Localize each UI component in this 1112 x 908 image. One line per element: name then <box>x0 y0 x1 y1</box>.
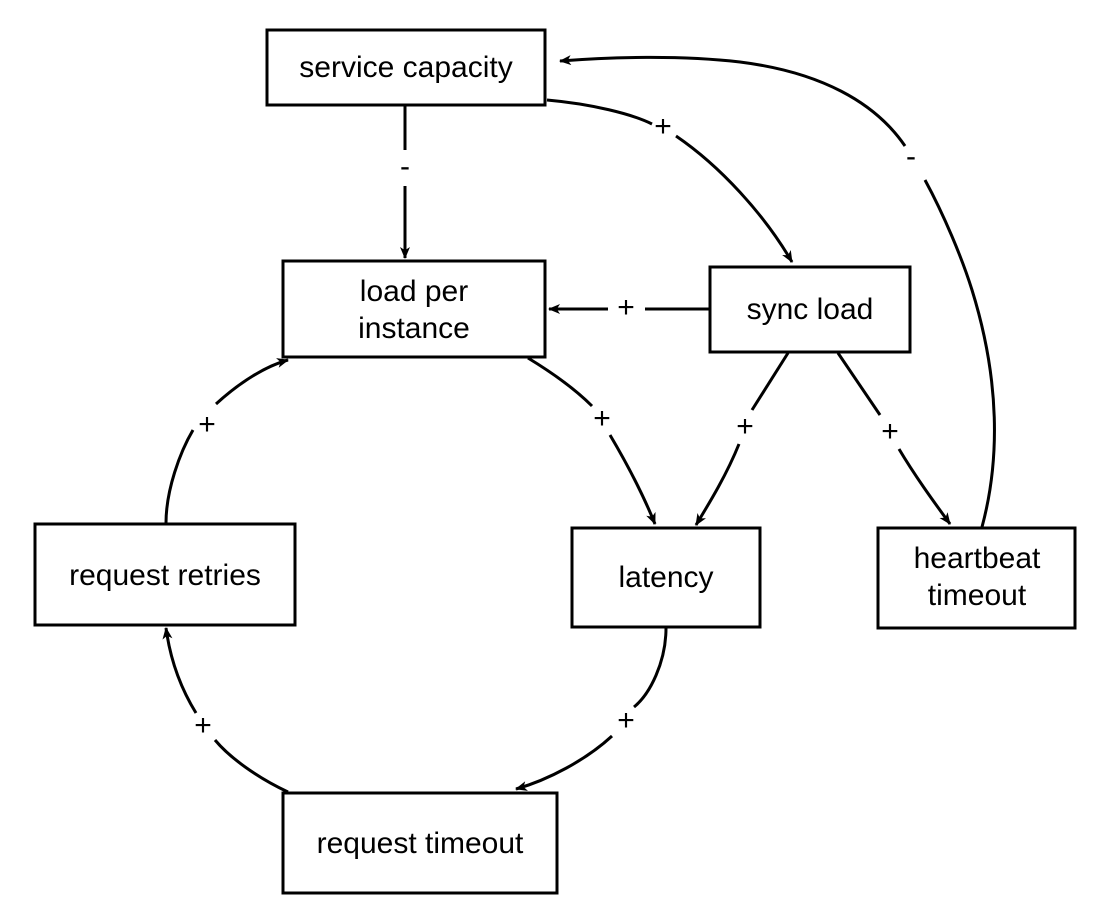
edge-path-segment <box>515 734 614 791</box>
edge-sign-latency-request-timeout: + <box>617 704 635 737</box>
edge-sign-sync-load-latency: + <box>736 410 754 443</box>
edge-sign-load-per-instance-latency: + <box>593 402 611 435</box>
node-label-request-timeout: request timeout <box>317 827 524 860</box>
edge-path-segment <box>546 98 653 126</box>
edge-path-segment <box>164 429 195 524</box>
edge-sign-service-capacity-sync-load: + <box>654 110 672 143</box>
node-box-request-timeout[interactable] <box>281 791 559 895</box>
edge-sync-load-to-latency <box>694 352 790 526</box>
edge-service-capacity-to-sync-load <box>546 98 794 263</box>
node-label-heartbeat-timeout-line1: heartbeat <box>914 542 1041 575</box>
edge-sync-load-to-heartbeat-timeout <box>836 352 952 525</box>
edge-path-segment <box>633 627 668 709</box>
node-label-request-retries: request retries <box>69 559 261 592</box>
node-heartbeat-timeout[interactable]: heartbeat timeout <box>876 526 1077 630</box>
node-box-heartbeat-timeout[interactable] <box>876 526 1077 630</box>
node-label-latency: latency <box>618 561 713 594</box>
node-request-retries[interactable]: request retries <box>33 522 297 627</box>
node-box-service-capacity[interactable] <box>265 28 547 107</box>
node-service-capacity[interactable]: service capacity <box>265 28 547 107</box>
edge-path-segment <box>608 434 657 525</box>
node-label-load-per-instance-line1: load per <box>360 275 468 308</box>
edge-sign-heartbeat-timeout-service-capacity: - <box>906 140 916 173</box>
edge-path-segment <box>897 448 952 525</box>
edge-path-segment <box>213 739 289 794</box>
edge-request-retries-to-load-per-instance <box>164 358 289 524</box>
node-box-latency[interactable] <box>570 526 762 629</box>
edge-sign-sync-load-heartbeat-timeout: + <box>881 415 899 448</box>
edge-heartbeat-timeout-to-service-capacity <box>559 55 996 528</box>
edge-path-segment <box>923 179 996 528</box>
node-label-sync-load: sync load <box>747 293 874 326</box>
edge-sign-request-retries-load-per-instance: + <box>198 408 216 441</box>
node-label-load-per-instance-line2: instance <box>358 312 470 345</box>
edge-path-segment <box>162 627 198 714</box>
node-label-service-capacity: service capacity <box>299 51 512 84</box>
edge-path-segment <box>675 134 794 263</box>
edge-request-timeout-to-request-retries <box>162 627 289 794</box>
node-sync-load[interactable]: sync load <box>708 265 912 354</box>
node-box-load-per-instance[interactable] <box>281 259 547 359</box>
node-label-heartbeat-timeout-line2: timeout <box>928 579 1027 612</box>
edge-sign-request-timeout-request-retries: + <box>194 709 212 742</box>
edge-sign-sync-load-load-per-instance: + <box>617 291 635 324</box>
edge-path-segment <box>836 352 882 416</box>
node-box-sync-load[interactable] <box>708 265 912 354</box>
edge-path-segment <box>559 55 907 147</box>
edge-path-segment <box>527 356 594 408</box>
edge-load-per-instance-to-latency <box>527 356 657 525</box>
edge-sign-service-capacity-load-per-instance: - <box>400 150 410 183</box>
edge-path-segment <box>750 352 790 411</box>
node-box-request-retries[interactable] <box>33 522 297 627</box>
edge-path-segment <box>214 358 289 406</box>
node-load-per-instance[interactable]: load per instance <box>281 259 547 359</box>
node-latency[interactable]: latency <box>570 526 762 629</box>
edge-path-segment <box>694 443 741 526</box>
node-request-timeout[interactable]: request timeout <box>281 791 559 895</box>
edge-latency-to-request-timeout <box>515 627 668 791</box>
